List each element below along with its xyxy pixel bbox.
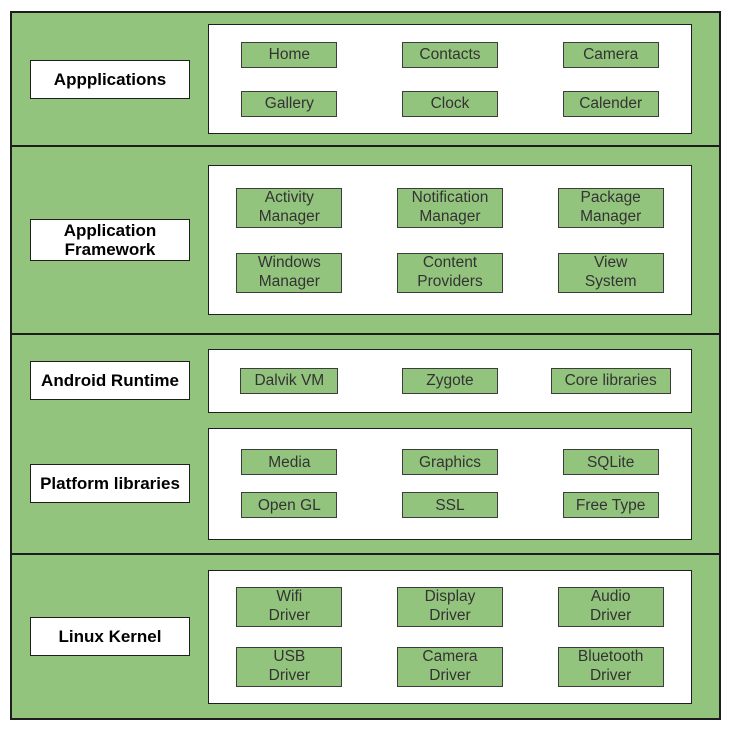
chip-graphics: Graphics bbox=[401, 449, 498, 475]
chip-package-manager: Package Manager bbox=[557, 187, 664, 228]
band-application-framework: Application Framework Activity Manager N… bbox=[12, 145, 719, 333]
chip-core-libraries: Core libraries bbox=[550, 367, 671, 394]
chip-zygote: Zygote bbox=[401, 367, 498, 394]
row-application-framework: Application Framework Activity Manager N… bbox=[12, 165, 719, 315]
chip-display-driver: Display Driver bbox=[396, 586, 503, 627]
row-applications: Appplications Home Contacts Camera Galle… bbox=[12, 24, 719, 134]
chip-ssl: SSL bbox=[401, 492, 498, 518]
chip-usb-driver: USB Driver bbox=[236, 646, 343, 687]
linux-kernel-panel: Wifi Driver Display Driver Audio Driver … bbox=[208, 569, 692, 704]
chip-home: Home bbox=[241, 41, 338, 68]
chip-windows-manager: Windows Manager bbox=[236, 252, 343, 293]
android-runtime-panel: Dalvik VM Zygote Core libraries bbox=[208, 348, 692, 413]
layer-label-linux-kernel: Linux Kernel bbox=[30, 617, 190, 656]
chip-view-system: View System bbox=[557, 252, 664, 293]
application-framework-panel: Activity Manager Notification Manager Pa… bbox=[208, 165, 692, 315]
row-platform-libraries: Platform libraries Media Graphics SQLite… bbox=[12, 427, 719, 540]
android-architecture-diagram: Appplications Home Contacts Camera Galle… bbox=[10, 11, 721, 720]
chip-dalvik-vm: Dalvik VM bbox=[240, 367, 339, 394]
layer-label-android-runtime: Android Runtime bbox=[30, 361, 190, 400]
chip-sqlite: SQLite bbox=[562, 449, 659, 475]
layer-label-platform-libraries: Platform libraries bbox=[30, 464, 190, 503]
chip-audio-driver: Audio Driver bbox=[557, 586, 664, 627]
chip-contacts: Contacts bbox=[401, 41, 498, 68]
chip-bluetooth-driver: Bluetooth Driver bbox=[557, 646, 664, 687]
chip-free-type: Free Type bbox=[562, 492, 659, 518]
row-android-runtime: Android Runtime Dalvik VM Zygote Core li… bbox=[12, 348, 719, 413]
chip-camera-driver: Camera Driver bbox=[396, 646, 503, 687]
chip-content-providers: Content Providers bbox=[396, 252, 503, 293]
chip-activity-manager: Activity Manager bbox=[236, 187, 343, 228]
chip-gallery: Gallery bbox=[241, 90, 338, 117]
layer-label-applications: Appplications bbox=[30, 59, 190, 99]
chip-wifi-driver: Wifi Driver bbox=[236, 586, 343, 627]
chip-clock: Clock bbox=[401, 90, 498, 117]
band-applications: Appplications Home Contacts Camera Galle… bbox=[12, 13, 719, 145]
row-linux-kernel: Linux Kernel Wifi Driver Display Driver … bbox=[12, 569, 719, 704]
platform-libraries-panel: Media Graphics SQLite Open GL SSL Free T… bbox=[208, 427, 692, 540]
applications-panel: Home Contacts Camera Gallery Clock Calen… bbox=[208, 24, 692, 134]
chip-camera: Camera bbox=[562, 41, 659, 68]
band-linux-kernel: Linux Kernel Wifi Driver Display Driver … bbox=[12, 553, 719, 718]
band-runtime-and-libraries: Android Runtime Dalvik VM Zygote Core li… bbox=[12, 333, 719, 553]
chip-media: Media bbox=[241, 449, 338, 475]
chip-notification-manager: Notification Manager bbox=[396, 187, 503, 228]
layer-label-application-framework: Application Framework bbox=[30, 219, 190, 261]
chip-calender: Calender bbox=[562, 90, 659, 117]
chip-open-gl: Open GL bbox=[241, 492, 338, 518]
